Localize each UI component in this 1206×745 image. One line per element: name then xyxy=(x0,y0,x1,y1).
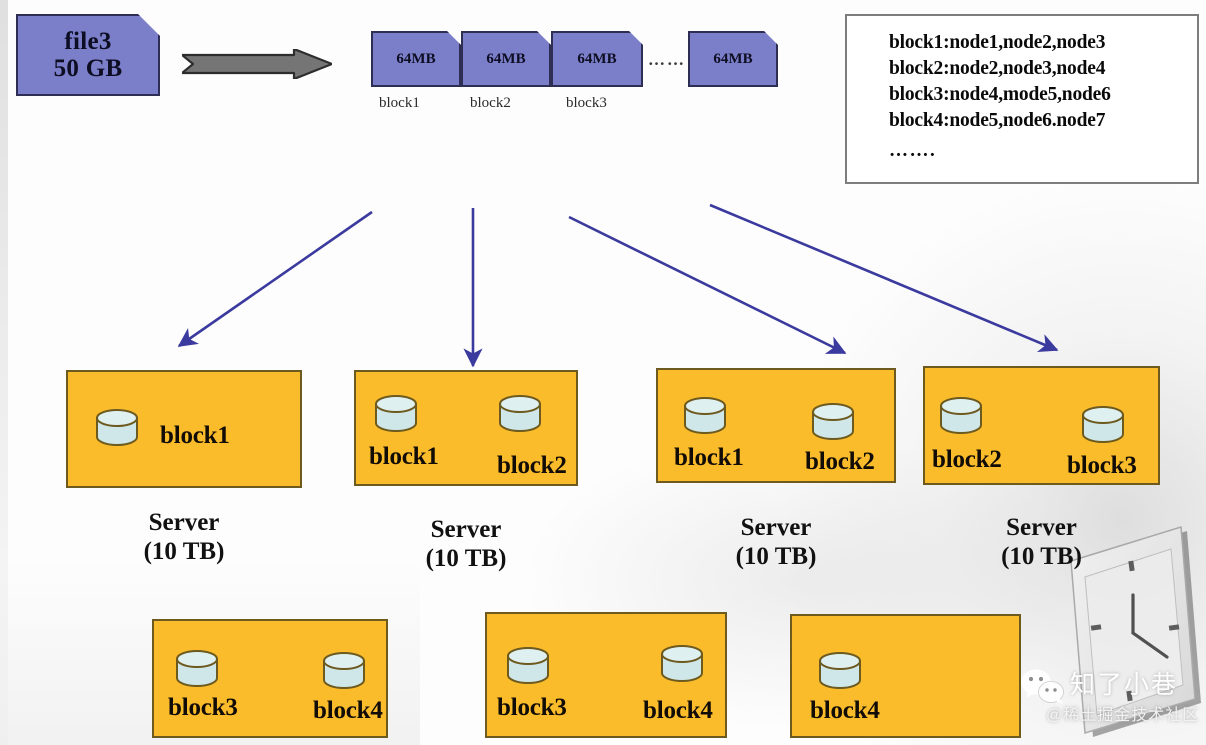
disk-cylinder-icon xyxy=(499,395,541,432)
chunk-block3: 64MB xyxy=(551,31,643,87)
disk-cylinder-icon xyxy=(96,409,138,446)
server-3-block-label-1: block1 xyxy=(674,444,744,471)
server-caption-2: Server (10 TB) xyxy=(354,515,578,573)
disk-cylinder-icon xyxy=(684,397,726,434)
disk-cylinder-icon xyxy=(1082,406,1124,443)
disk-cylinder-icon xyxy=(940,397,982,434)
chunk-size-label: 64MB xyxy=(713,50,753,67)
server-caption-1: Server (10 TB) xyxy=(66,508,302,566)
disk-cylinder-icon xyxy=(661,645,703,682)
watermark-handle: @稀土掘金技术社区 xyxy=(1046,707,1200,724)
chunk-caption-block2: block2 xyxy=(470,95,511,111)
chunk-caption-block3: block3 xyxy=(566,95,607,111)
server-caption-line1: Server xyxy=(430,516,502,543)
chunk-size-label: 64MB xyxy=(577,50,617,67)
mapping-row: block2:node2,node3,node4 xyxy=(889,57,1106,79)
server-caption-line2: (10 TB) xyxy=(425,545,507,572)
source-file-size: 50 GB xyxy=(53,55,123,82)
server-4-block-label-2: block3 xyxy=(1067,452,1137,479)
server-caption-line2: (10 TB) xyxy=(1001,543,1082,570)
replica-2-block-label-2: block4 xyxy=(643,697,713,724)
server-box-2 xyxy=(354,370,578,486)
server-caption-line2: (10 TB) xyxy=(735,543,817,570)
chunk-size-label: 64MB xyxy=(396,50,436,67)
server-caption-4: Server (10 TB) xyxy=(923,513,1160,571)
server-caption-line1: Server xyxy=(740,514,812,541)
watermark-name: 知了小巷 xyxy=(1070,671,1179,699)
server-caption-3: Server (10 TB) xyxy=(656,513,896,571)
chunk-caption-block1: block1 xyxy=(379,95,420,111)
replica-3-block-label-1: block4 xyxy=(810,697,880,724)
chunk-block1: 64MB xyxy=(371,31,461,87)
server-4-block-label-1: block2 xyxy=(932,446,1002,473)
chunk-blockN: 64MB xyxy=(688,31,778,87)
right-block-arrow-icon xyxy=(182,49,332,79)
arrow-to-server-4 xyxy=(709,203,1059,353)
server-box-3 xyxy=(656,368,896,483)
arrow-to-server-1 xyxy=(177,210,373,348)
disk-cylinder-icon xyxy=(375,395,417,432)
server-2-block-label-1: block1 xyxy=(369,443,439,470)
disk-cylinder-icon xyxy=(812,403,854,440)
replica-1-block-label-1: block3 xyxy=(168,694,238,721)
disk-cylinder-icon xyxy=(819,652,861,689)
mapping-ellipsis: ……. xyxy=(889,139,937,161)
arrow-to-server-3 xyxy=(568,215,847,355)
block-node-mapping-box: block1:node1,node2,node3 block2:node2,no… xyxy=(845,14,1199,184)
disk-cylinder-icon xyxy=(507,647,549,684)
replica-1-block-label-2: block4 xyxy=(313,697,383,724)
server-caption-line1: Server xyxy=(1006,514,1077,541)
server-caption-line2: (10 TB) xyxy=(143,538,225,565)
background-edge-shade xyxy=(0,0,8,745)
replica-box-1 xyxy=(152,619,388,738)
server-box-4 xyxy=(923,366,1160,485)
server-3-block-label-2: block2 xyxy=(805,448,875,475)
replica-box-2 xyxy=(485,612,727,738)
chunks-ellipsis: …… xyxy=(648,50,686,69)
mapping-row: block4:node5,node6.node7 xyxy=(889,109,1106,131)
disk-cylinder-icon xyxy=(176,650,218,687)
server-caption-line1: Server xyxy=(148,509,220,536)
server-box-1 xyxy=(66,370,302,488)
chunk-size-label: 64MB xyxy=(486,50,526,67)
mapping-row: block1:node1,node2,node3 xyxy=(889,32,1106,53)
mapping-row: block3:node4,mode5,node6 xyxy=(889,83,1111,105)
disk-cylinder-icon xyxy=(323,652,365,689)
replica-box-3 xyxy=(790,614,1021,738)
watermark: 知了小巷 @稀土掘金技术社区 xyxy=(1016,665,1206,743)
source-file-name: file3 xyxy=(64,28,112,55)
chunk-block2: 64MB xyxy=(461,31,551,87)
server-2-block-label-2: block2 xyxy=(497,452,567,479)
source-file-box: file3 50 GB xyxy=(16,14,160,96)
server-1-block-label-1: block1 xyxy=(160,422,230,449)
replica-2-block-label-1: block3 xyxy=(497,694,567,721)
wechat-icon xyxy=(1021,669,1064,704)
